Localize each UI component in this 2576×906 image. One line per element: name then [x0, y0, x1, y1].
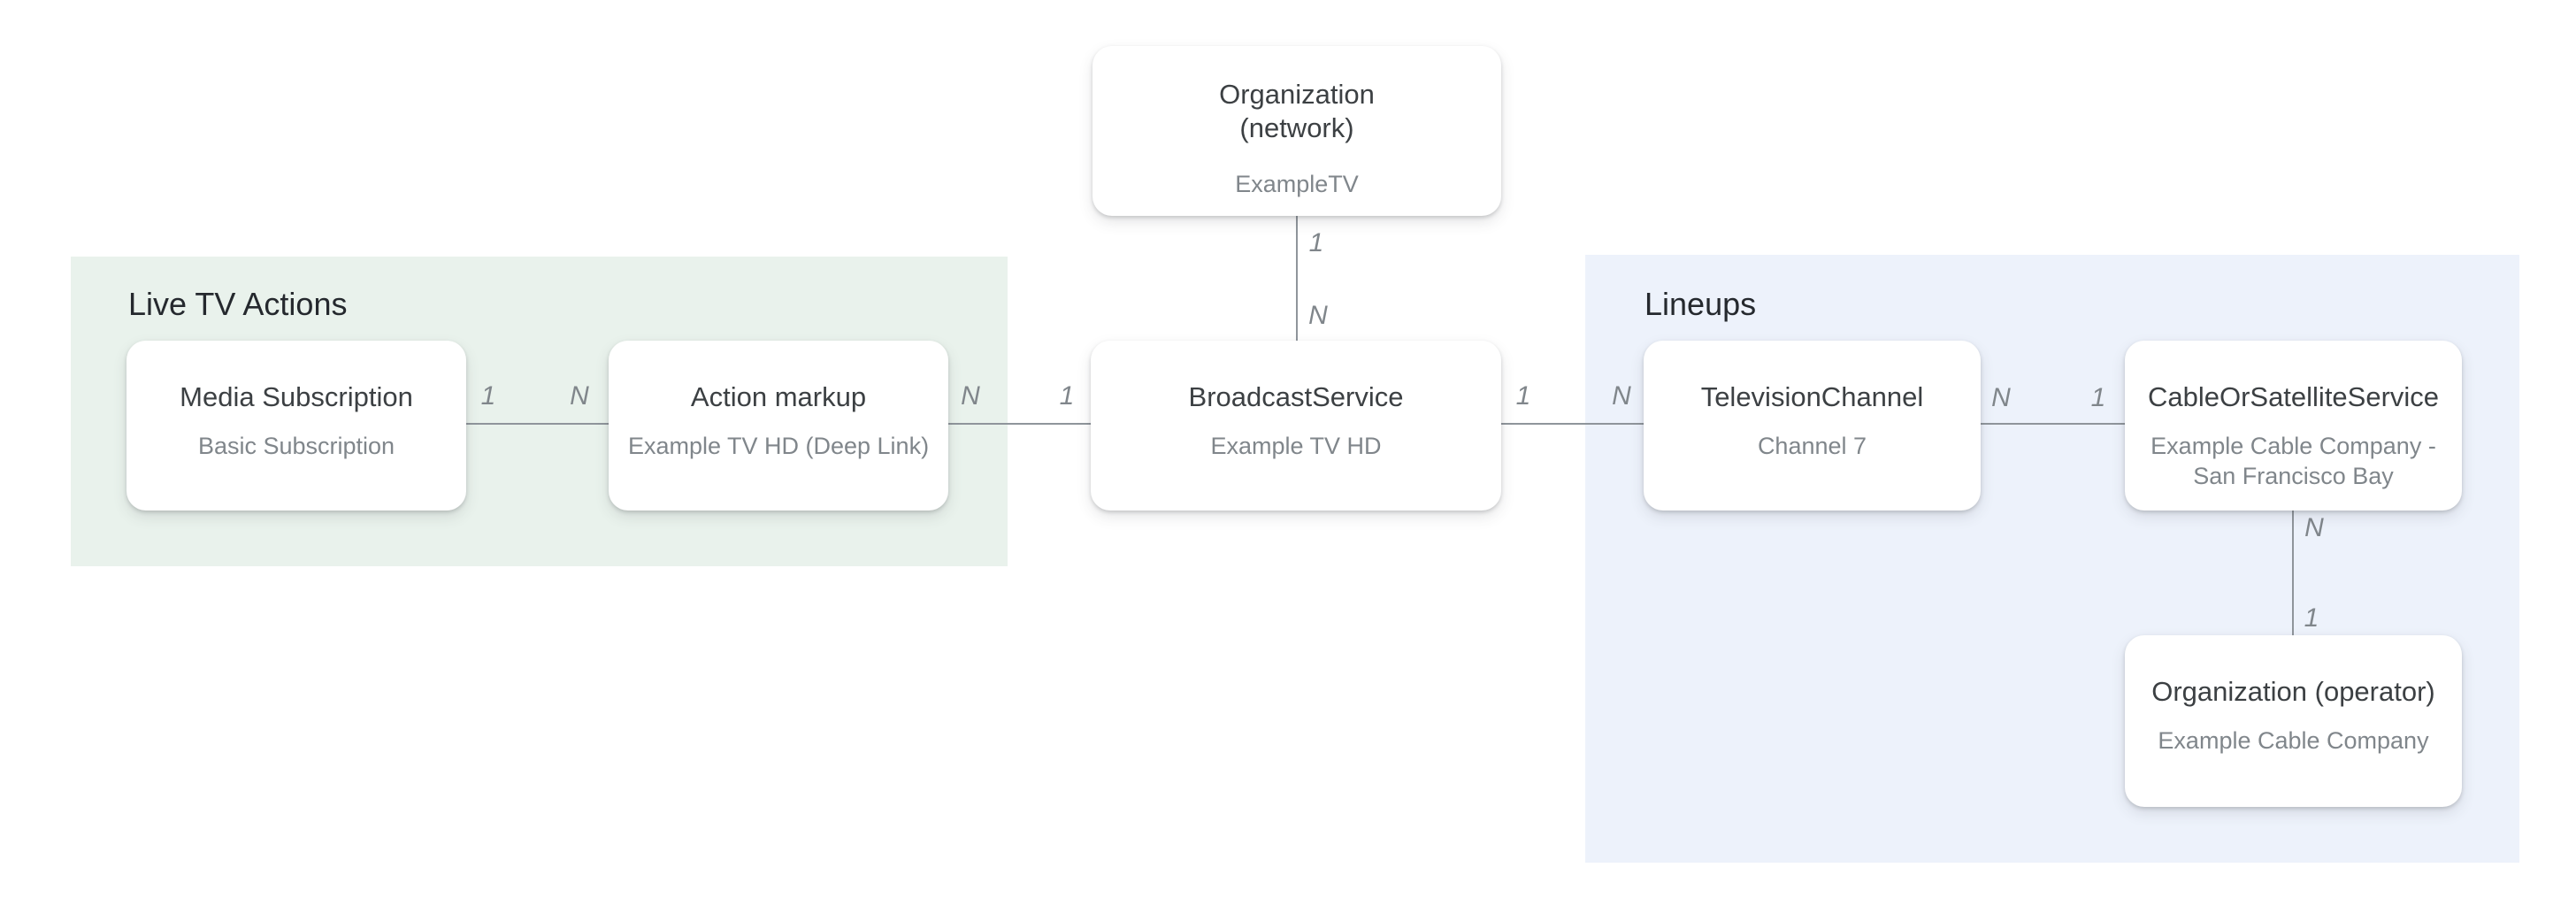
node-television-channel: TelevisionChannel Channel 7 — [1644, 341, 1981, 511]
node-action-markup-subtitle: Example TV HD (Deep Link) — [627, 433, 930, 459]
node-organization-network-subtitle: ExampleTV — [1235, 171, 1359, 197]
cardinality-cable-to-operator-end: 1 — [2304, 603, 2319, 633]
node-cable-or-satellite-service: CableOrSatelliteService Example Cable Co… — [2125, 341, 2462, 511]
connector-media-subscription-to-action-markup-line — [466, 423, 609, 425]
node-broadcast-service-title: BroadcastService — [1188, 381, 1404, 412]
node-cable-or-satellite-service-subtitle: Example Cable Company - San Francisco Ba… — [2150, 433, 2436, 489]
connector-network-to-broadcast-line — [1296, 216, 1298, 341]
node-television-channel-title: TelevisionChannel — [1700, 381, 1924, 412]
section-lineups-label: Lineups — [1644, 286, 1757, 322]
cardinality-broadcast-to-tvchannel-end: N — [1612, 381, 1631, 411]
connector-cable-to-operator-line — [2292, 511, 2294, 635]
cardinality-network-to-broadcast-start: 1 — [1308, 228, 1324, 257]
node-broadcast-service: BroadcastService Example TV HD — [1091, 341, 1501, 511]
node-organization-operator: Organization (operator) Example Cable Co… — [2125, 635, 2462, 807]
cardinality-broadcast-to-tvchannel-start: 1 — [1515, 381, 1531, 411]
section-live-tv-actions-label: Live TV Actions — [128, 286, 348, 322]
node-organization-operator-title: Organization (operator) — [2151, 676, 2435, 707]
node-media-subscription: Media Subscription Basic Subscription — [126, 341, 466, 511]
connector-broadcast-to-television-channel-line — [1501, 423, 1644, 425]
node-cable-or-satellite-service-title: CableOrSatelliteService — [2147, 381, 2440, 412]
cardinality-network-to-broadcast-end: N — [1308, 301, 1328, 330]
node-action-markup: Action markup Example TV HD (Deep Link) — [609, 341, 948, 511]
connector-television-channel-to-cable-line — [1981, 423, 2125, 425]
node-broadcast-service-subtitle: Example TV HD — [1210, 433, 1382, 459]
node-organization-operator-subtitle: Example Cable Company — [2158, 727, 2429, 754]
cardinality-cable-to-operator-start: N — [2304, 513, 2324, 542]
cardinality-action-to-broadcast-start: N — [961, 381, 980, 411]
cardinality-mediasub-to-action-start: 1 — [480, 381, 496, 411]
node-media-subscription-title: Media Subscription — [180, 381, 413, 412]
cardinality-mediasub-to-action-end: N — [570, 381, 589, 411]
cardinality-action-to-broadcast-end: 1 — [1059, 381, 1075, 411]
node-media-subscription-subtitle: Basic Subscription — [197, 433, 395, 459]
cardinality-tvchannel-to-cable-end: 1 — [2090, 383, 2106, 412]
connector-action-markup-to-broadcast-line — [948, 423, 1091, 425]
node-television-channel-subtitle: Channel 7 — [1757, 433, 1867, 459]
cardinality-tvchannel-to-cable-start: N — [1991, 383, 2011, 412]
node-organization-network: Organization (network) ExampleTV — [1092, 46, 1501, 216]
node-action-markup-title: Action markup — [690, 381, 867, 412]
node-organization-network-title: Organization (network) — [1219, 79, 1375, 143]
